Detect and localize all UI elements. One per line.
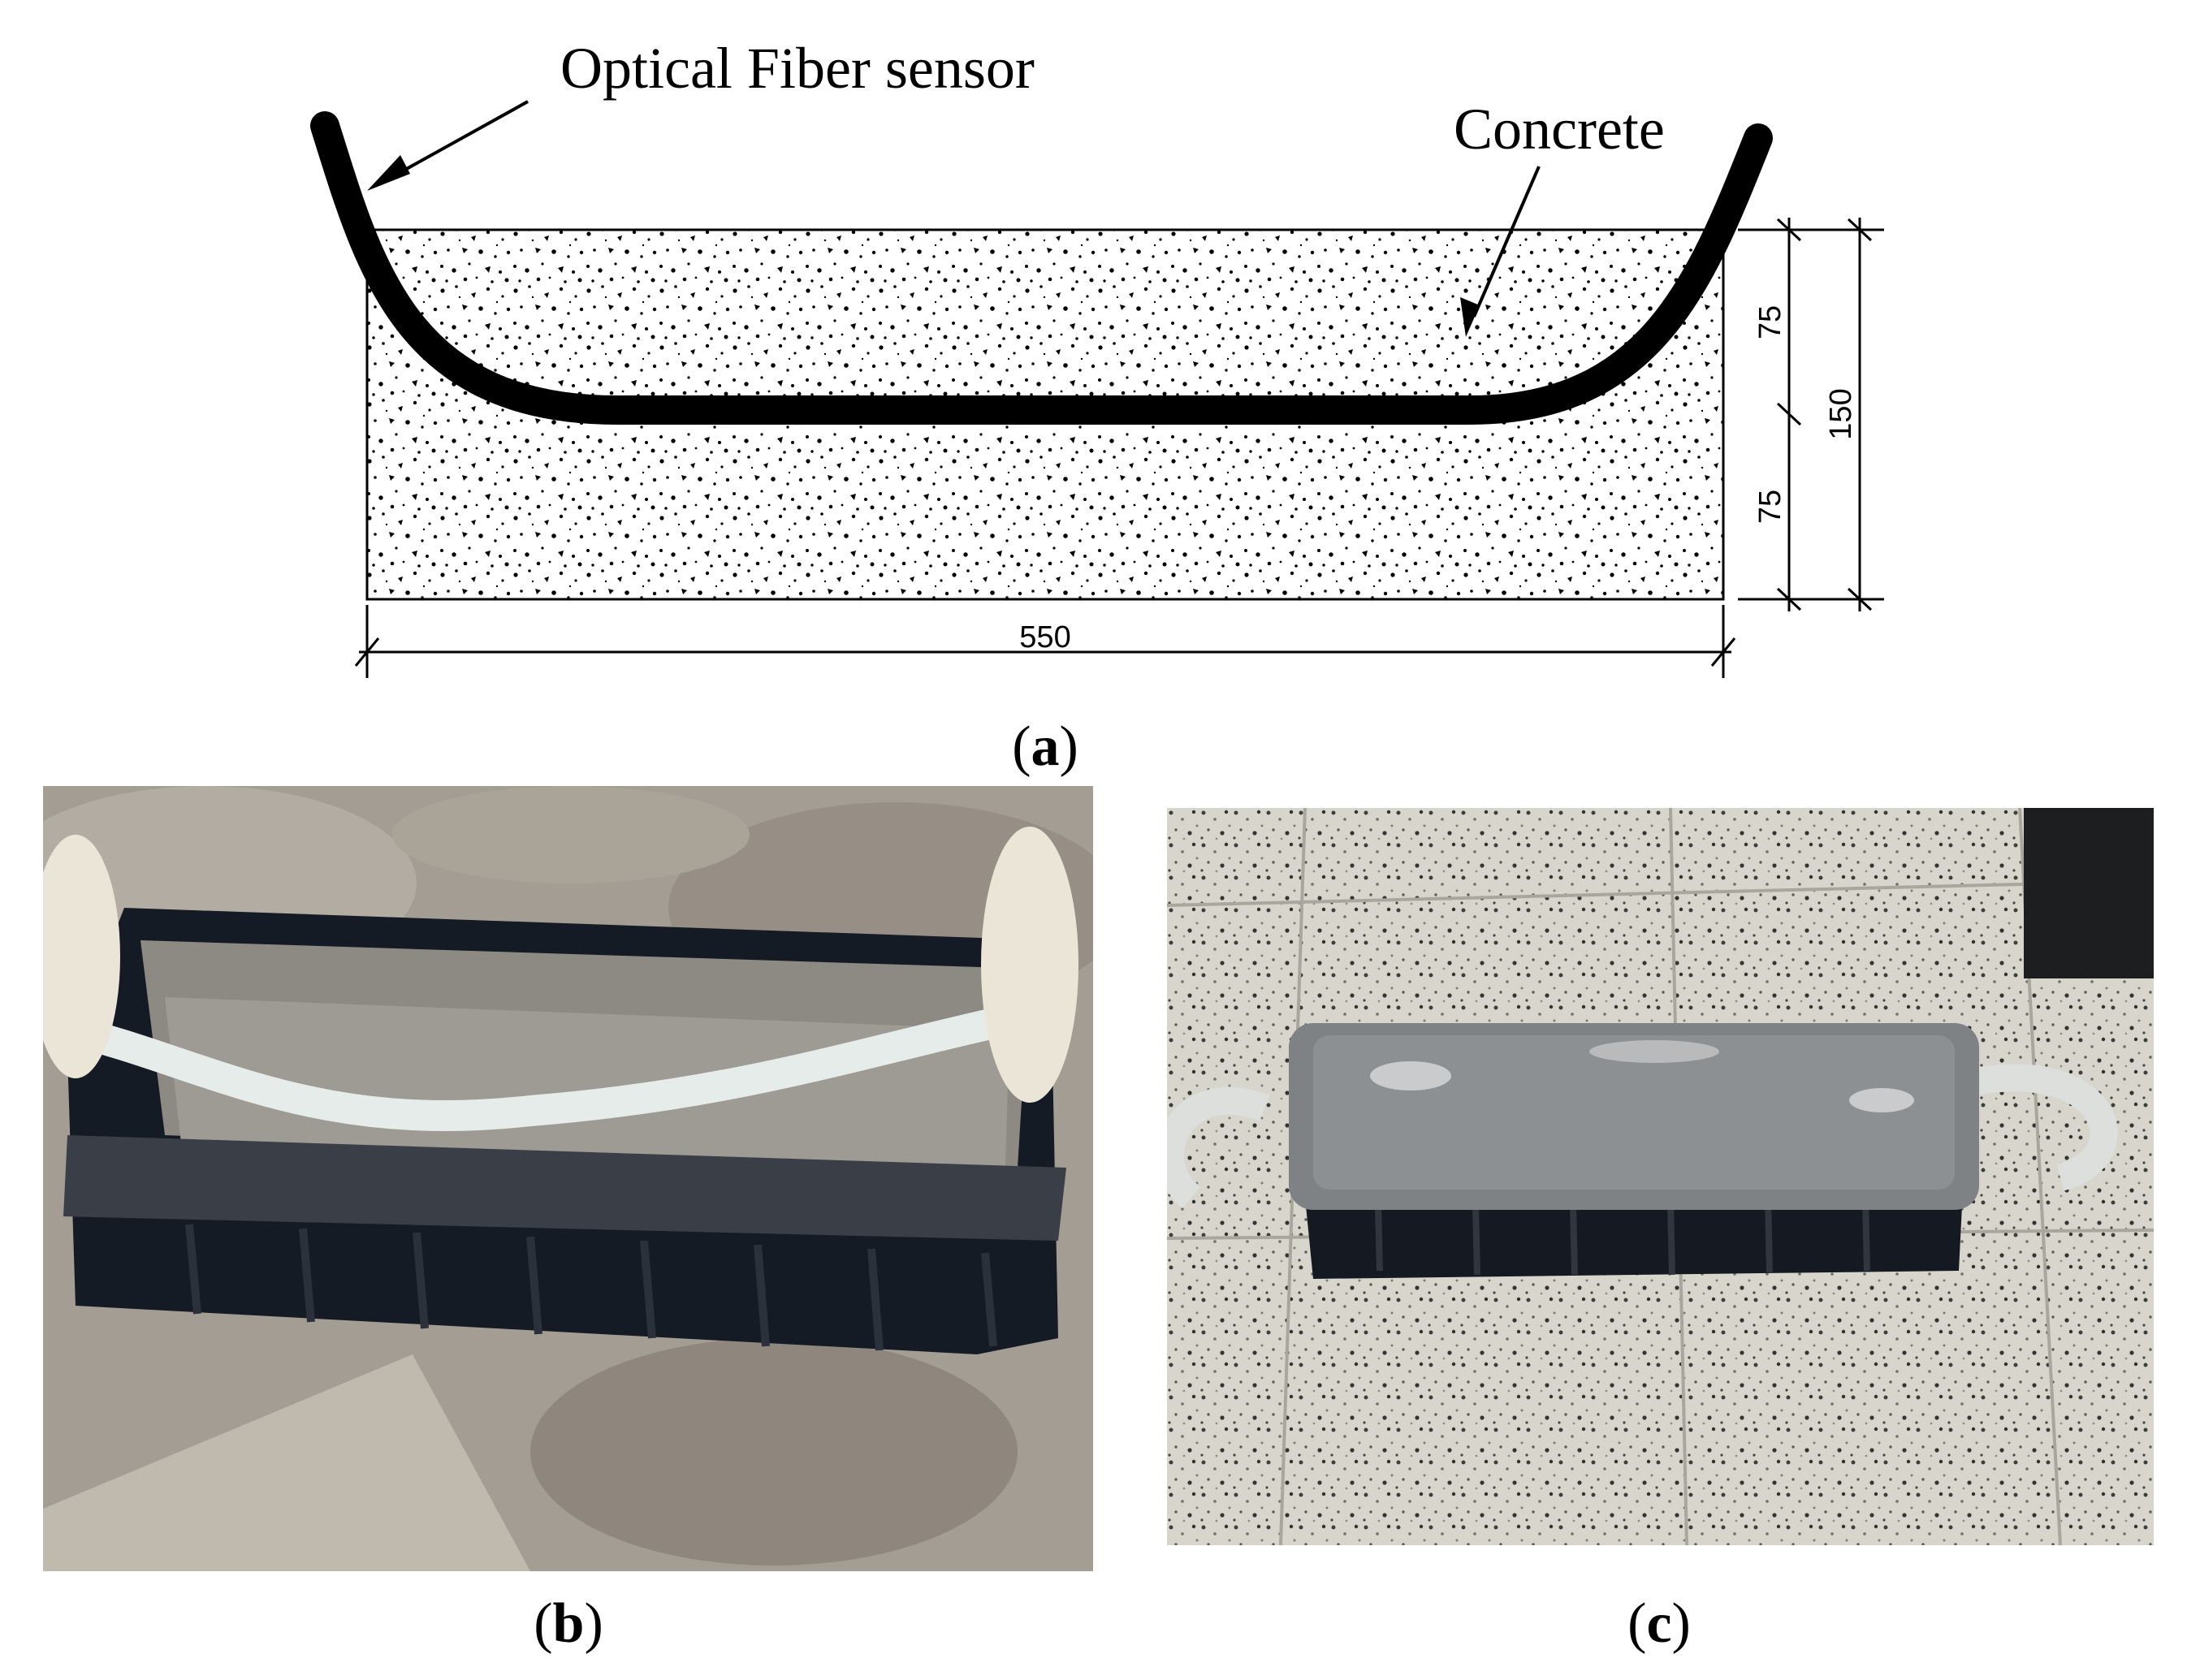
- photo-b-mold-with-fiber: [43, 786, 1093, 1571]
- dim-label-75-upper: 75: [1753, 305, 1787, 339]
- sensor-arrowhead: [367, 155, 410, 191]
- optical-fiber-path: [310, 111, 1773, 425]
- schematic-diagram: Optical Fiber sensor Concrete 550 75 75 …: [310, 36, 1884, 678]
- caption-b: (b): [534, 1592, 603, 1655]
- concrete-arrowhead: [1460, 297, 1480, 337]
- caption-c: (c): [1627, 1592, 1691, 1655]
- dim-label-75-lower: 75: [1753, 490, 1787, 524]
- caption-a: (a): [1012, 715, 1078, 778]
- label-optical-fiber-sensor: Optical Fiber sensor: [560, 36, 1035, 101]
- concrete-arrow-line: [1472, 166, 1541, 317]
- dim-label-550: 550: [1019, 620, 1070, 654]
- dim-label-150: 150: [1824, 388, 1858, 439]
- photo-c-wrapped-specimen: [1167, 808, 2154, 1545]
- label-concrete: Concrete: [1454, 97, 1665, 162]
